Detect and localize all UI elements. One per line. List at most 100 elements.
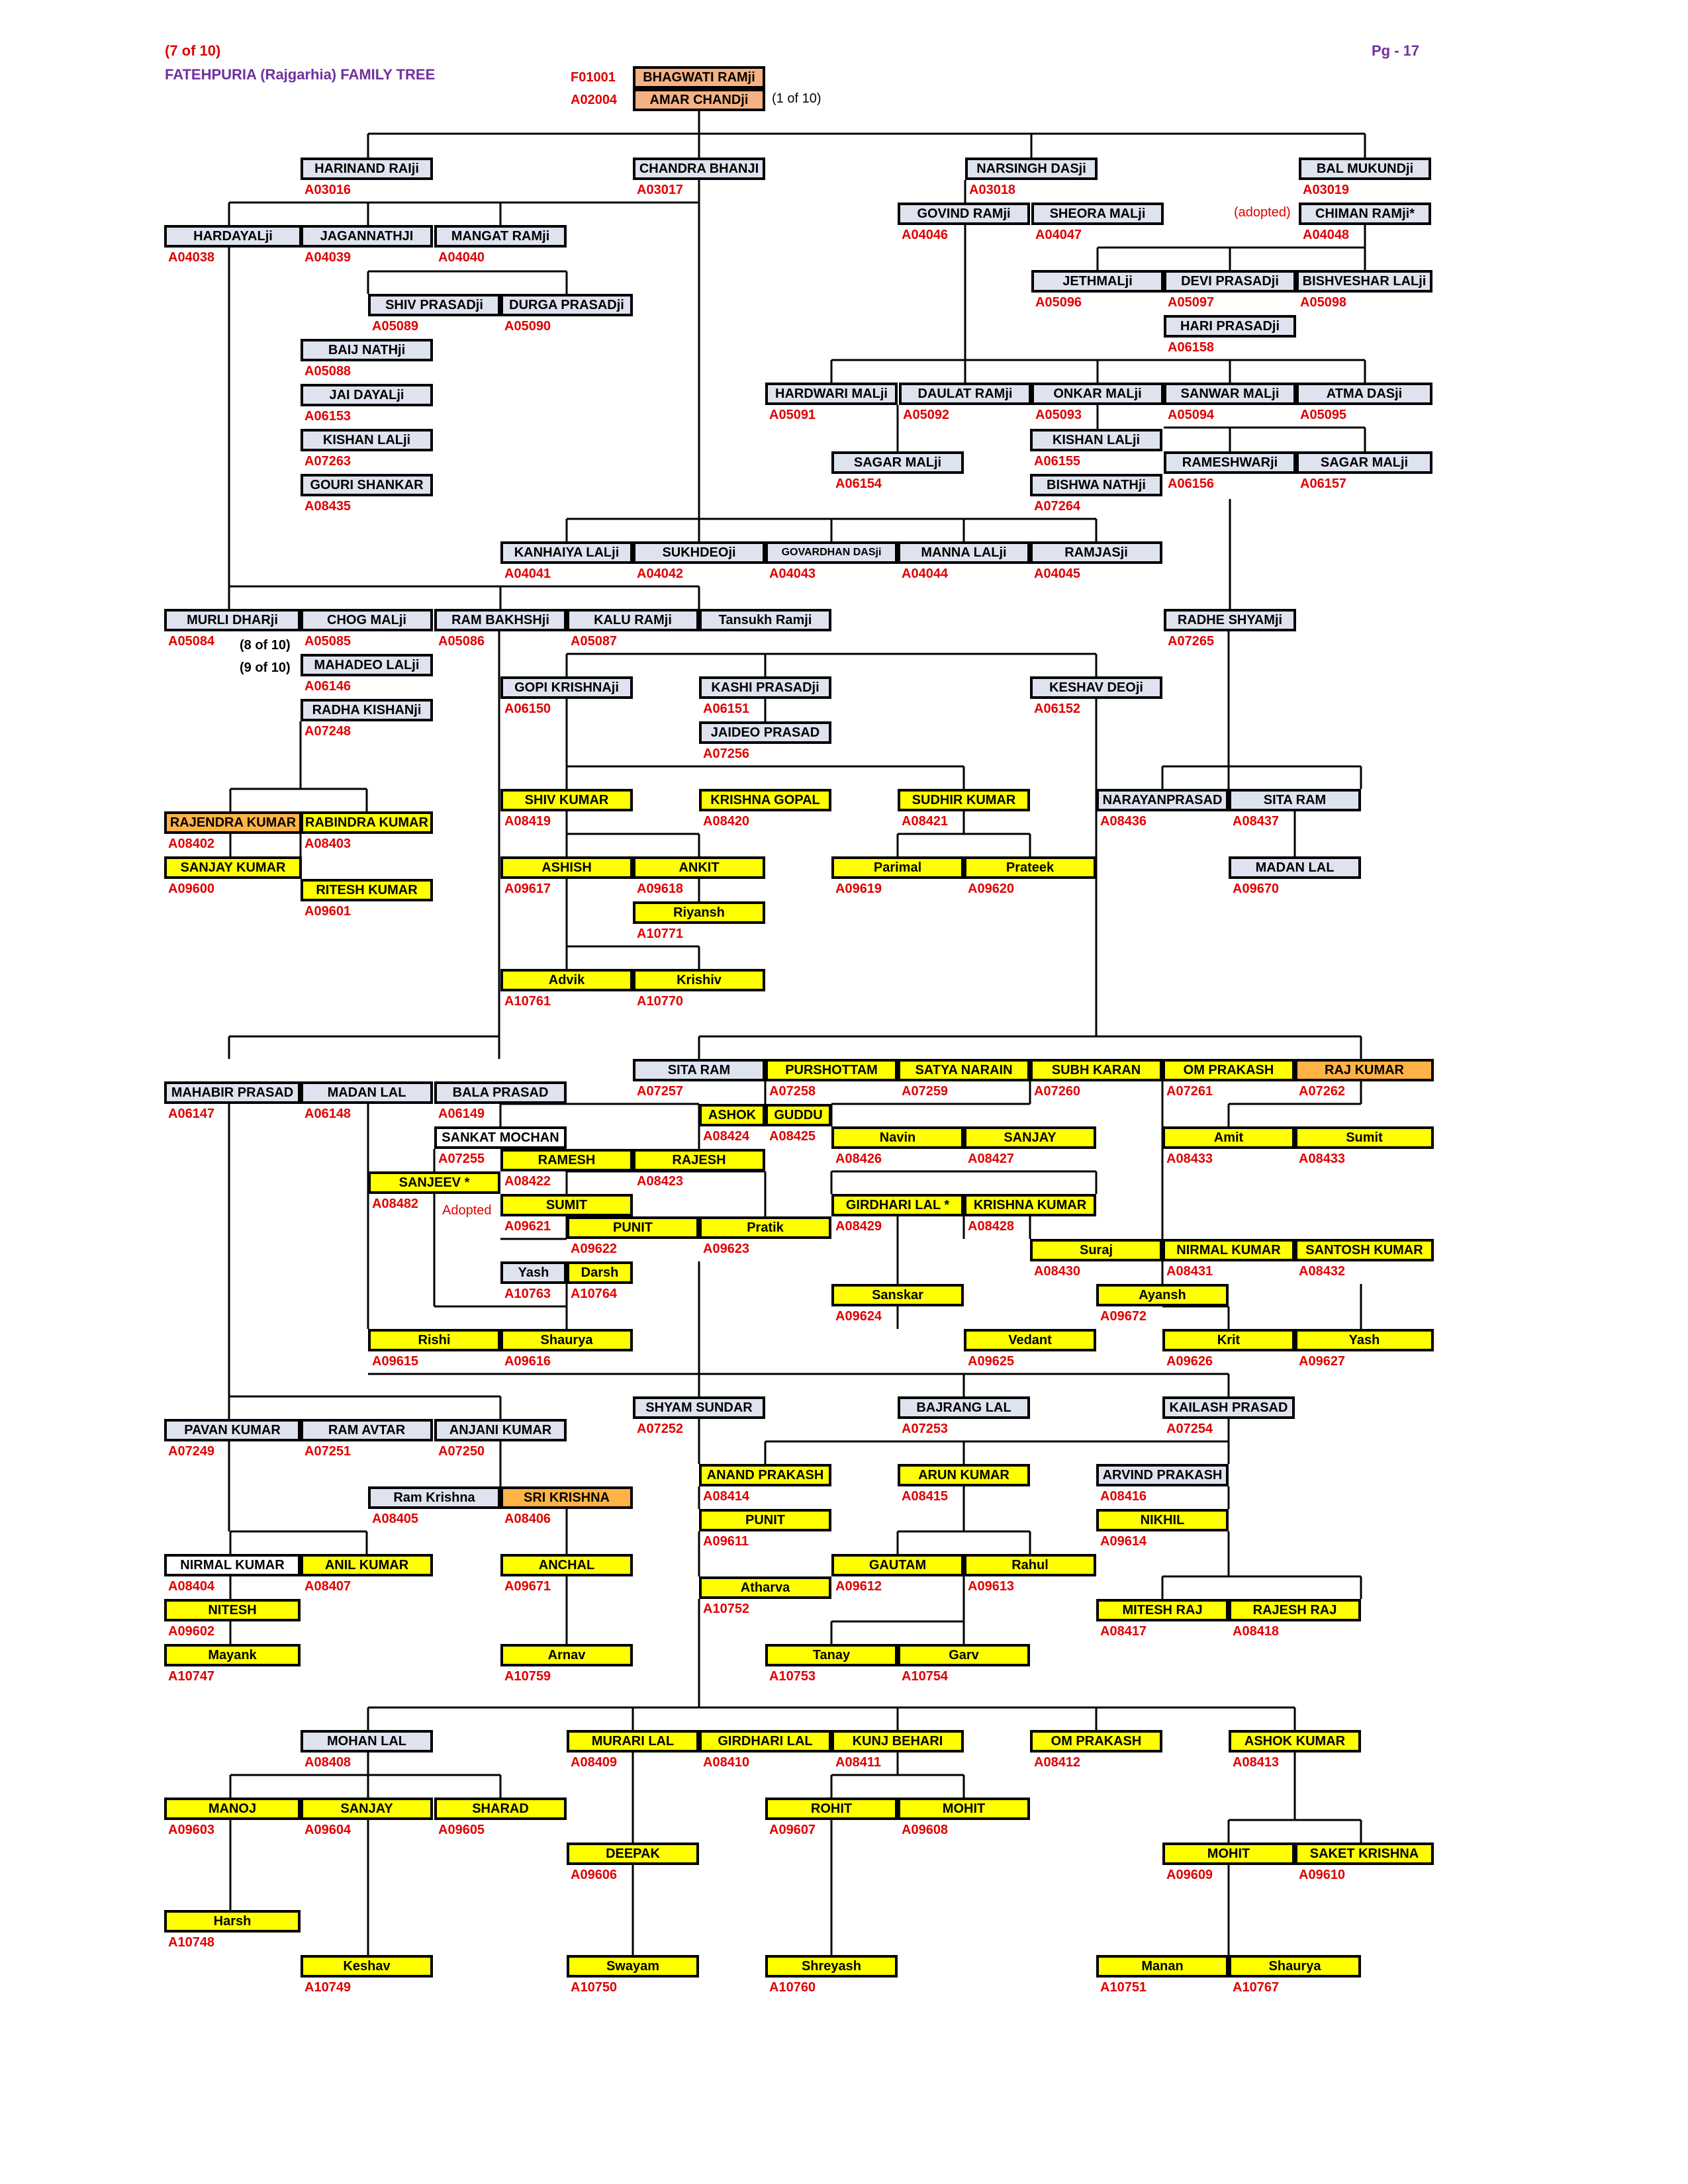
person-box: Riyansh [633, 901, 765, 924]
person-box: Rahul [964, 1554, 1096, 1576]
person-box: SAKET KRISHNA [1295, 1843, 1434, 1865]
person-box: MURARI LAL [567, 1730, 699, 1752]
person-id: A10759 [504, 1669, 551, 1684]
person-id: A06155 [1034, 454, 1081, 469]
person-box: NITESH [164, 1599, 301, 1621]
person-box: RITESH KUMAR [301, 879, 433, 901]
person-box: Manan [1096, 1955, 1229, 1978]
person-box: ATMA DASji [1296, 383, 1432, 405]
person-id: A10770 [637, 994, 684, 1009]
person-box: Mayank [164, 1644, 301, 1666]
person-id: A04041 [504, 567, 551, 581]
person-box: Krit [1162, 1329, 1295, 1351]
person-box: SHYAM SUNDAR [633, 1396, 765, 1419]
person-box: JETHMALji [1031, 270, 1164, 293]
person-box: Tanay [765, 1644, 898, 1666]
person-id: A08432 [1299, 1264, 1346, 1279]
person-id: A04045 [1034, 567, 1081, 581]
person-id: A10763 [504, 1287, 551, 1301]
person-id: A07259 [902, 1084, 949, 1099]
person-box: RADHE SHYAMji [1164, 609, 1296, 631]
person-box: Shaurya [500, 1329, 633, 1351]
person-id: A09610 [1299, 1868, 1346, 1882]
person-id: A04043 [769, 567, 816, 581]
person-id: A04040 [438, 250, 485, 265]
person-box: SRI KRISHNA [500, 1486, 633, 1509]
person-id: A08430 [1034, 1264, 1081, 1279]
person-box: SATYA NARAIN [898, 1059, 1030, 1081]
person-id: A07253 [902, 1422, 949, 1436]
person-id: A10751 [1100, 1980, 1147, 1995]
person-id: A09618 [637, 882, 684, 896]
person-id: A08412 [1034, 1755, 1081, 1770]
person-box: GOURI SHANKAR [301, 474, 433, 496]
person-box: BAIJ NATHji [301, 339, 433, 361]
person-box: SHIV KUMAR [500, 789, 633, 811]
person-box: SANWAR MALji [1164, 383, 1296, 405]
person-id: A10767 [1233, 1980, 1280, 1995]
person-id: A09602 [168, 1624, 215, 1639]
page-number: Pg - 17 [1372, 42, 1420, 59]
person-box: GAUTAM [831, 1554, 964, 1576]
person-id: A08417 [1100, 1624, 1147, 1639]
person-box: RAJ KUMAR [1295, 1059, 1434, 1081]
person-box: SANJEEV * [368, 1171, 500, 1194]
person-box: HARDWARI MALji [765, 383, 898, 405]
person-box: ARVIND PRAKASH [1096, 1464, 1229, 1486]
person-box: JAI DAYALji [301, 384, 433, 406]
person-box: DURGA PRASADji [500, 294, 633, 316]
person-id: A09624 [835, 1309, 882, 1324]
person-box: SUMIT [500, 1194, 633, 1216]
person-box: KASHI PRASADji [699, 676, 831, 699]
person-box: NIRMAL KUMAR [1162, 1239, 1295, 1261]
person-box: Suraj [1030, 1239, 1162, 1261]
person-id: A06156 [1168, 477, 1215, 491]
person-box: JAGANNATHJI [301, 225, 433, 248]
person-box: MADAN LAL [1229, 856, 1361, 879]
person-id: A07260 [1034, 1084, 1081, 1099]
person-id: A05092 [903, 408, 950, 422]
person-id: A05096 [1035, 295, 1082, 310]
person-box: BISHVESHAR LALji [1296, 270, 1432, 293]
person-id: A09605 [438, 1823, 485, 1837]
person-box: Tansukh Ramji [699, 609, 831, 631]
person-box: ARUN KUMAR [898, 1464, 1030, 1486]
person-box: ANKIT [633, 856, 765, 879]
person-box: GUDDU [765, 1104, 831, 1126]
person-id: A06147 [168, 1107, 215, 1121]
person-box: Ayansh [1096, 1284, 1229, 1306]
person-id: A08420 [703, 814, 750, 829]
person-id: A10771 [637, 927, 684, 941]
person-box: SHIV PRASADji [368, 294, 500, 316]
person-id: A05085 [305, 634, 352, 649]
person-id: A07248 [305, 724, 352, 739]
person-box: MOHIT [898, 1797, 1030, 1820]
person-box: DAULAT RAMji [899, 383, 1031, 405]
person-id: A09670 [1233, 882, 1280, 896]
person-id: A09606 [571, 1868, 618, 1882]
person-id: A06150 [504, 702, 551, 716]
person-id: A07255 [438, 1152, 485, 1166]
person-id: A09609 [1166, 1868, 1213, 1882]
person-id: A09603 [168, 1823, 215, 1837]
person-box: KAILASH PRASAD [1162, 1396, 1295, 1419]
person-box: Atharva [699, 1576, 831, 1599]
person-id: A08429 [835, 1219, 882, 1234]
person-box: Sumit [1295, 1126, 1434, 1149]
person-box: SHARAD [434, 1797, 567, 1820]
person-box: SITA RAM [1229, 789, 1361, 811]
person-box: RAM BAKHSHji [434, 609, 567, 631]
person-box: NARSINGH DASji [965, 158, 1098, 180]
person-id: A10747 [168, 1669, 215, 1684]
person-box: Vedant [964, 1329, 1096, 1351]
person-id: A07263 [305, 454, 352, 469]
person-id: A09625 [968, 1354, 1015, 1369]
person-box: NARAYANPRASAD [1096, 789, 1229, 811]
person-box: BAJRANG LAL [898, 1396, 1030, 1419]
person-id: A05084 [168, 634, 215, 649]
person-id: A09601 [305, 904, 352, 919]
person-id: A08482 [372, 1197, 419, 1211]
person-box: SANJAY KUMAR [164, 856, 302, 879]
person-id: A08426 [835, 1152, 882, 1166]
person-id: A09612 [835, 1579, 882, 1594]
